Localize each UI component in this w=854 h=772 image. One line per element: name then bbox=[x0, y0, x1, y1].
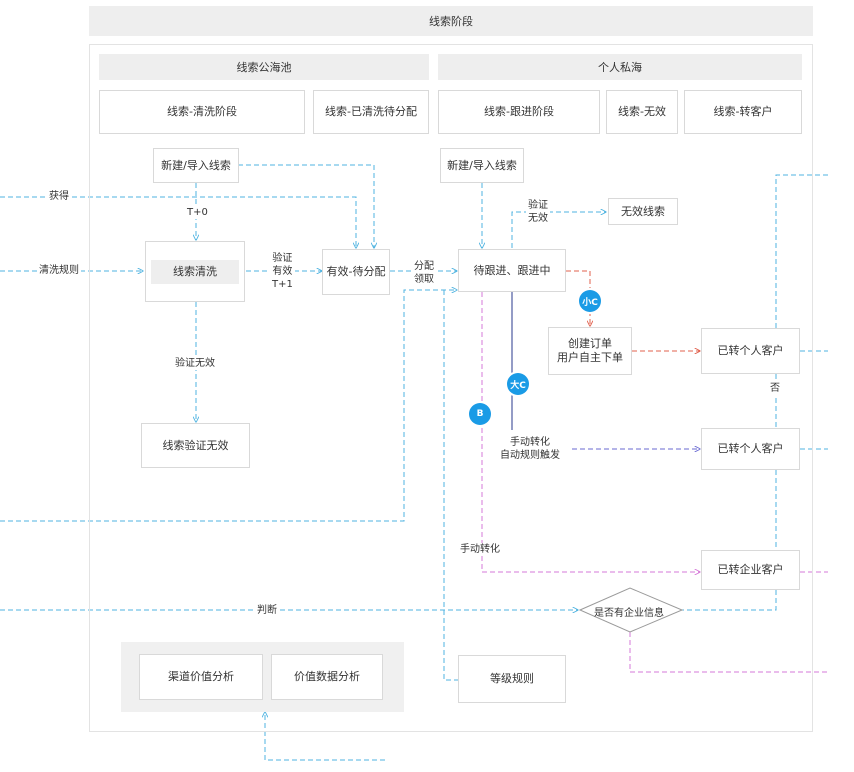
section-public-pool: 线索公海池 bbox=[99, 54, 429, 80]
obtain-line bbox=[0, 196, 356, 248]
label-verify-invalid: 验证无效 bbox=[173, 357, 217, 370]
b-line bbox=[481, 292, 700, 572]
stage-cleaned-pending: 线索-已清洗待分配 bbox=[313, 90, 429, 134]
node-valid-pending: 有效-待分配 bbox=[322, 249, 390, 295]
badge-small-c: 小C bbox=[579, 290, 601, 312]
manual-auto-l2: 自动规则触发 bbox=[500, 450, 560, 461]
assign-l2: 领取 bbox=[414, 274, 434, 285]
section-private-sea: 个人私海 bbox=[438, 54, 802, 80]
label-manual: 手动转化 bbox=[458, 543, 502, 556]
label-assign: 分配 领取 bbox=[412, 260, 436, 286]
node-create-order: 创建订单 用户自主下单 bbox=[548, 327, 632, 375]
page-title: 线索阶段 bbox=[89, 6, 813, 36]
create-order-line1: 创建订单 bbox=[568, 337, 612, 350]
has-enterprise-label: 是否有企业信息 bbox=[594, 608, 664, 619]
bottom-up-line bbox=[265, 712, 385, 761]
diamond-exit-line bbox=[629, 632, 828, 673]
stage-invalid: 线索-无效 bbox=[606, 90, 678, 134]
node-clean: 线索清洗 bbox=[145, 241, 245, 302]
node-level-rule: 等级规则 bbox=[458, 655, 566, 703]
label-obtain: 获得 bbox=[47, 190, 71, 203]
node-verify-invalid: 线索验证无效 bbox=[141, 423, 250, 468]
verify-valid-l3: T+1 bbox=[272, 279, 293, 290]
badge-b: B bbox=[469, 403, 491, 425]
node-clean-label: 线索清洗 bbox=[151, 260, 239, 284]
has-enterprise-diamond bbox=[578, 587, 684, 633]
assign-l1: 分配 bbox=[414, 261, 434, 272]
label-t0: T+0 bbox=[185, 206, 210, 219]
node-new-import-left: 新建/导入线索 bbox=[153, 148, 239, 183]
follow-to-level-line bbox=[443, 290, 458, 681]
right-exit-top bbox=[775, 174, 828, 328]
node-invalid-lead: 无效线索 bbox=[608, 198, 678, 225]
verify-valid-l1: 验证 bbox=[272, 253, 293, 264]
label-judge: 判断 bbox=[255, 604, 279, 617]
node-pending-follow: 待跟进、跟进中 bbox=[458, 249, 566, 292]
enterprise-to-diamond-line bbox=[682, 590, 777, 611]
manual-auto-l1: 手动转化 bbox=[510, 437, 550, 448]
follow-to-invalid-line bbox=[511, 212, 606, 248]
label-manual-auto: 手动转化 自动规则触发 bbox=[498, 436, 562, 462]
stage-following: 线索-跟进阶段 bbox=[438, 90, 600, 134]
node-personal-customer-2: 已转个人客户 bbox=[701, 428, 800, 470]
node-value-analysis: 价值数据分析 bbox=[271, 654, 383, 700]
label-verify-valid: 验证 有效 T+1 bbox=[270, 252, 295, 291]
verify-right-l2: 无效 bbox=[528, 213, 548, 224]
label-verify-right: 验证 无效 bbox=[526, 199, 550, 225]
node-personal-customer-1: 已转个人客户 bbox=[701, 328, 800, 374]
return-line bbox=[0, 290, 457, 522]
verify-right-l1: 验证 bbox=[528, 200, 548, 211]
stage-frame bbox=[89, 44, 813, 732]
node-new-import-right: 新建/导入线索 bbox=[440, 148, 524, 183]
stage-cleaning: 线索-清洗阶段 bbox=[99, 90, 305, 134]
create-order-line2: 用户自主下单 bbox=[557, 351, 623, 364]
label-clean-rule: 清洗规则 bbox=[37, 264, 81, 277]
badge-big-c: 大C bbox=[507, 373, 529, 395]
node-channel-analysis: 渠道价值分析 bbox=[139, 654, 263, 700]
label-no: 否 bbox=[768, 382, 782, 395]
import-to-valid-line bbox=[238, 164, 374, 248]
stage-to-customer: 线索-转客户 bbox=[684, 90, 802, 134]
verify-valid-l2: 有效 bbox=[272, 266, 293, 277]
node-enterprise-customer: 已转企业客户 bbox=[701, 550, 800, 590]
